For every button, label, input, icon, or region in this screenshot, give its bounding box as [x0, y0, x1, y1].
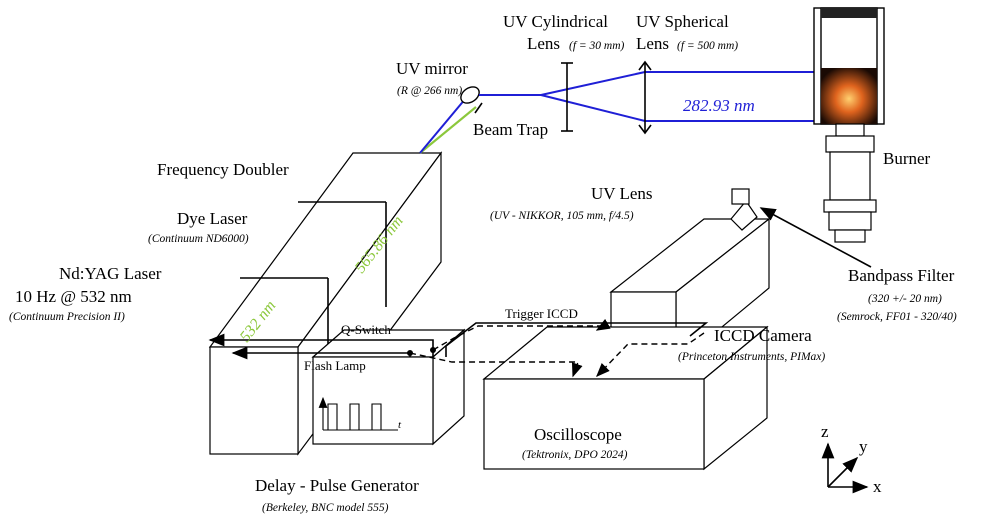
iccd-detail: (Princeton Instruments, PIMax)	[678, 351, 825, 363]
trigger-iccd-line	[445, 322, 709, 357]
bandpass-detail-1: (320 +/- 20 nm)	[868, 293, 942, 305]
uv-mirror-label: UV mirror	[396, 59, 468, 78]
beam-trap-mark	[474, 102, 483, 114]
axis-y-label: y	[859, 437, 868, 456]
cyl-lens-label-1: UV Cylindrical	[503, 12, 608, 31]
oscilloscope-box	[482, 325, 769, 471]
flash-lamp-label: Flash Lamp	[304, 358, 366, 373]
uv-sheet-top	[540, 71, 646, 96]
sph-lens-label-2: Lens	[636, 34, 669, 53]
dye-laser-detail: (Continuum ND6000)	[148, 233, 249, 245]
uv-lens-barrel	[730, 200, 758, 231]
ndyag-label-2: 10 Hz @ 532 nm	[15, 287, 132, 306]
spherical-lens-arrow-top	[638, 60, 652, 71]
cyl-lens-focal: (f = 30 mm)	[569, 40, 625, 52]
bandpass-label: Bandpass Filter	[848, 266, 955, 285]
pulse-train	[327, 403, 382, 431]
burner	[813, 7, 885, 243]
signal-lines	[208, 318, 709, 378]
pulse-gen-label: Delay - Pulse Generator	[255, 476, 419, 495]
sph-lens-focal: (f = 500 mm)	[677, 40, 738, 52]
ndyag-detail: (Continuum Precision II)	[9, 311, 125, 323]
oscilloscope-detail: (Tektronix, DPO 2024)	[522, 449, 628, 461]
uv-lens-label: UV Lens	[591, 184, 653, 203]
beam-trap-label: Beam Trap	[473, 120, 548, 139]
green-beam-to-trap	[419, 106, 477, 154]
oscilloscope-label: Oscilloscope	[534, 425, 622, 444]
uv-lens-detail: (UV - NIKKOR, 105 mm, f/4.5)	[490, 210, 634, 222]
uv-mirror-detail: (R @ 266 nm)	[397, 85, 462, 97]
axis-x-label: x	[873, 477, 882, 496]
laser-assembly	[208, 151, 443, 456]
pulse-t-label: t	[398, 419, 402, 431]
flame-image	[821, 68, 877, 124]
q-switch-monitor-line	[432, 318, 611, 351]
spherical-lens-arrow-bottom	[638, 124, 652, 135]
beam-wavelength-label: 282.93 nm	[683, 96, 755, 115]
laser-front-face	[209, 346, 299, 455]
q-switch-label: Q-Switch	[341, 322, 391, 337]
pulse-gen-detail: (Berkeley, BNC model 555)	[262, 502, 389, 514]
uv-sheet-bottom	[540, 94, 646, 122]
cyl-lens-label-2: Lens	[527, 34, 560, 53]
sph-lens-label-1: UV Spherical	[636, 12, 729, 31]
uv-mirror	[460, 86, 480, 104]
freq-doubler-label: Frequency Doubler	[157, 160, 289, 179]
iccd-label: ICCD Camera	[714, 326, 812, 345]
ndyag-label-1: Nd:YAG Laser	[59, 264, 162, 283]
bandpass-filter	[731, 188, 750, 205]
dye-laser-label: Dye Laser	[177, 209, 248, 228]
flash-monitor-line	[409, 352, 583, 378]
trigger-iccd-label: Trigger ICCD	[505, 306, 578, 321]
axis-z-label: z	[821, 422, 829, 441]
coordinate-axes	[821, 442, 869, 494]
burner-label: Burner	[883, 149, 931, 168]
bandpass-detail-2: (Semrock, FF01 - 320/40)	[837, 311, 957, 323]
filter-pointer-arrow	[759, 207, 872, 268]
uv-beam-to-mirror	[419, 97, 467, 154]
iccd-monitor-line	[596, 332, 705, 378]
pulse-generator-box	[311, 328, 466, 446]
